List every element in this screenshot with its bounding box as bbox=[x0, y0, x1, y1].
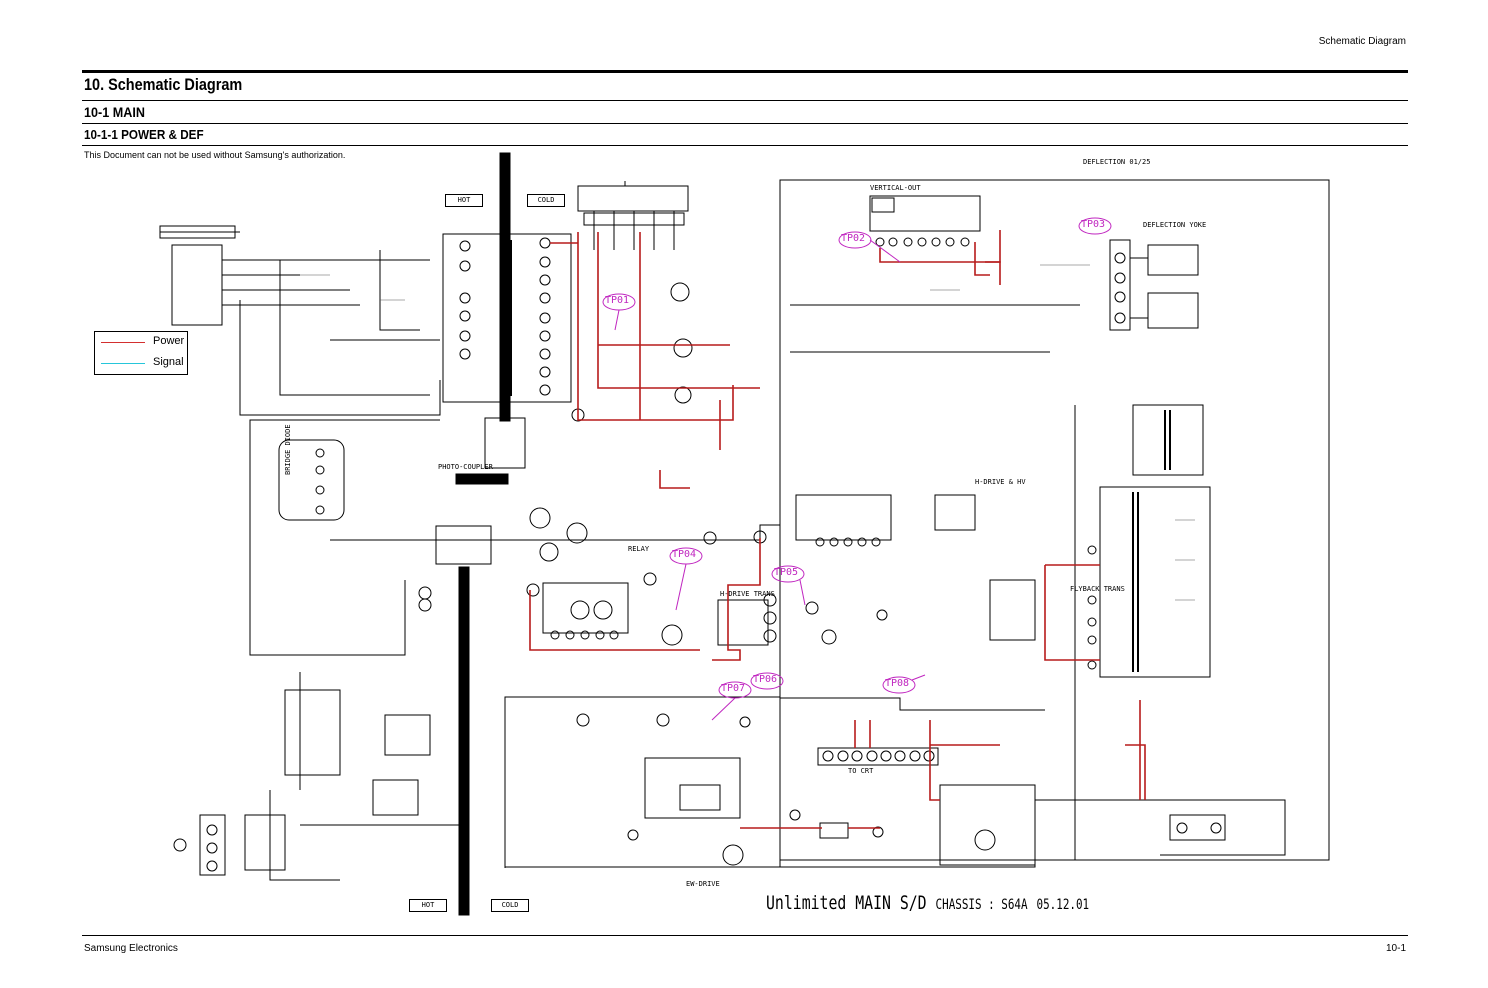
deflection-yoke-label: DEFLECTION YOKE bbox=[1143, 221, 1207, 229]
chassis-main-text: Unlimited MAIN S/D bbox=[766, 892, 927, 914]
photo-coupler-block bbox=[484, 417, 526, 469]
section-rule bbox=[82, 123, 1408, 124]
to-crt-connector bbox=[817, 747, 939, 766]
tp03-label: TP03 bbox=[1081, 219, 1106, 230]
footer-page-number: 10-1 bbox=[1385, 943, 1406, 954]
title-rule bbox=[82, 100, 1408, 101]
flyback-transformer bbox=[1099, 486, 1211, 678]
tp04-label: TP04 bbox=[672, 549, 697, 560]
transformer-pins bbox=[459, 237, 551, 396]
power-traces bbox=[529, 230, 1146, 829]
vertical-ic bbox=[869, 195, 981, 232]
tp06-label: TP06 bbox=[753, 674, 778, 685]
footer-company: Samsung Electronics bbox=[84, 943, 178, 954]
page-title: 10. Schematic Diagram bbox=[84, 75, 243, 94]
photo-coupler-label: PHOTO-COUPLER bbox=[438, 463, 493, 471]
to-crt-label: TO CRT bbox=[848, 767, 874, 775]
smps-transformer bbox=[442, 233, 572, 403]
cold-label-bottom: COLD bbox=[491, 899, 529, 912]
legend: Power Signal bbox=[94, 331, 188, 375]
isolation-bar-bottom bbox=[458, 566, 470, 916]
chassis-id-text: CHASSIS : S64A bbox=[935, 897, 1028, 913]
header-rule bbox=[82, 70, 1408, 73]
hot-label-bottom: HOT bbox=[409, 899, 447, 912]
legend-label-power: Power bbox=[153, 335, 185, 347]
hot-label-top: HOT bbox=[445, 194, 483, 207]
tp02-label: TP02 bbox=[841, 233, 866, 244]
h-drive-trans bbox=[717, 599, 769, 646]
mains-connector bbox=[171, 244, 223, 326]
authorization-notice: This Document can not be used without Sa… bbox=[84, 150, 346, 160]
subsection-title: 10-1-1 POWER & DEF bbox=[84, 127, 204, 142]
h-drive-trans-label: H-DRIVE TRANS bbox=[720, 590, 775, 598]
ew-drive-ic bbox=[644, 757, 741, 819]
cold-label-top: COLD bbox=[527, 194, 565, 207]
h-drive-hv-label: H-DRIVE & HV bbox=[975, 478, 1026, 486]
legend-swatch-power bbox=[101, 342, 145, 343]
deflection-ref: DEFLECTION 01/25 bbox=[1083, 158, 1151, 166]
test-point-markers bbox=[602, 217, 1112, 721]
footer-rule bbox=[82, 935, 1408, 936]
subsection-rule bbox=[82, 145, 1408, 146]
section-title: 10-1 MAIN bbox=[84, 104, 145, 120]
secondary-connector bbox=[577, 185, 689, 212]
tp05-label: TP05 bbox=[774, 567, 799, 578]
running-header: Schematic Diagram bbox=[1318, 36, 1406, 47]
isolation-bar-mid bbox=[455, 473, 509, 485]
legend-swatch-signal bbox=[101, 363, 145, 364]
regulator-block bbox=[542, 582, 629, 634]
chassis-date-text: 05.12.01 bbox=[1036, 897, 1090, 913]
legend-label-signal: Signal bbox=[153, 356, 184, 368]
hd-transformer bbox=[1132, 404, 1204, 476]
relay-block bbox=[435, 525, 492, 565]
h-drive-block bbox=[795, 494, 892, 541]
chassis-title: Unlimited MAIN S/D CHASSIS : S64A 05.12.… bbox=[766, 892, 1089, 914]
yoke-connector bbox=[1109, 239, 1131, 331]
bridge-diode-label: BRIDGE DIODE bbox=[284, 424, 292, 475]
tp08-label: TP08 bbox=[885, 678, 910, 689]
tp01-label: TP01 bbox=[605, 295, 630, 306]
bridge-diode-block bbox=[278, 439, 345, 521]
vertical-out-label: VERTICAL-OUT bbox=[870, 184, 921, 192]
tp07-label: TP07 bbox=[721, 683, 746, 694]
relay-label: RELAY bbox=[628, 545, 650, 553]
flyback-trans-label: FLYBACK TRANS bbox=[1070, 585, 1125, 593]
ew-drive-label: EW-DRIVE bbox=[686, 880, 720, 888]
